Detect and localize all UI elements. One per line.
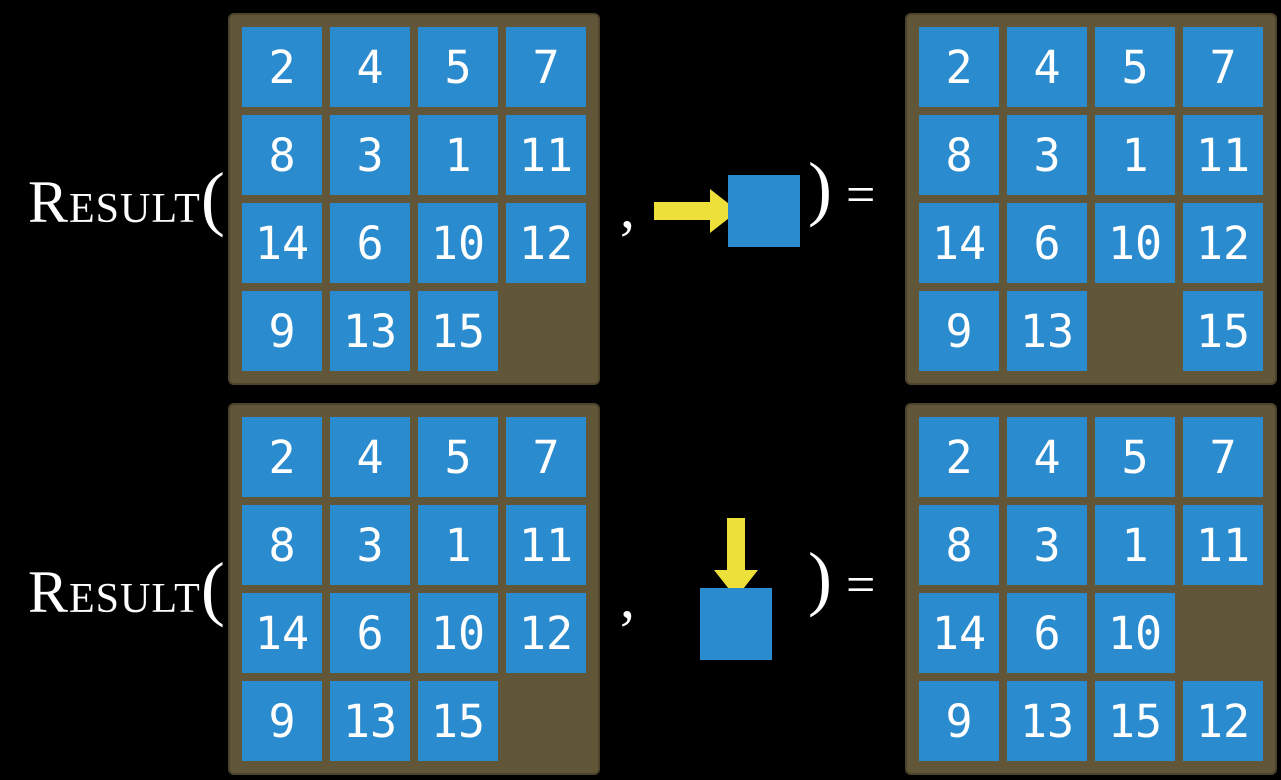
puzzle-tile-1: 1 [418, 505, 498, 585]
puzzle-tile-15: 15 [1095, 681, 1175, 761]
puzzle-tile-15: 15 [418, 291, 498, 371]
puzzle-tile-3: 3 [1007, 115, 1087, 195]
arrow-down-icon [714, 518, 758, 598]
puzzle-tile-13: 13 [1007, 681, 1087, 761]
puzzle-tile-14: 14 [919, 593, 999, 673]
empty-cell [1095, 291, 1175, 371]
puzzle-tile-11: 11 [506, 115, 586, 195]
function-name: Result [28, 559, 201, 625]
puzzle-tile-7: 7 [1183, 27, 1263, 107]
puzzle-tile-11: 11 [506, 505, 586, 585]
puzzle-tile-12: 12 [506, 203, 586, 283]
puzzle-tile-10: 10 [1095, 593, 1175, 673]
puzzle-tile-10: 10 [418, 203, 498, 283]
puzzle-tile-9: 9 [919, 681, 999, 761]
puzzle-tile-3: 3 [330, 115, 410, 195]
puzzle-tile-6: 6 [1007, 593, 1087, 673]
puzzle-tile-12: 12 [506, 593, 586, 673]
puzzle-tile-13: 13 [1007, 291, 1087, 371]
puzzle-tile-5: 5 [418, 27, 498, 107]
comma-1: , [620, 174, 635, 240]
close-paren: ) [808, 538, 832, 618]
comma-2: , [620, 564, 635, 630]
puzzle-tile-11: 11 [1183, 115, 1263, 195]
puzzle-tile-3: 3 [1007, 505, 1087, 585]
puzzle-tile-4: 4 [1007, 27, 1087, 107]
puzzle-tile-1: 1 [1095, 115, 1175, 195]
puzzle-tile-14: 14 [242, 593, 322, 673]
puzzle-tile-8: 8 [242, 505, 322, 585]
tile-square-icon [700, 588, 772, 660]
puzzle-tile-9: 9 [242, 681, 322, 761]
result-label-1: Result( [28, 162, 225, 235]
puzzle-tile-2: 2 [919, 27, 999, 107]
equals-sign: = [845, 167, 876, 224]
puzzle-tile-5: 5 [1095, 417, 1175, 497]
result-label-2: Result( [28, 552, 225, 625]
puzzle-tile-13: 13 [330, 681, 410, 761]
puzzle-tile-1: 1 [418, 115, 498, 195]
puzzle-tile-15: 15 [1183, 291, 1263, 371]
open-paren: ( [200, 158, 225, 238]
close-paren-equals-1: )= [808, 148, 876, 228]
puzzle-tile-7: 7 [506, 417, 586, 497]
puzzle-tile-12: 12 [1183, 681, 1263, 761]
empty-cell [1183, 593, 1263, 673]
puzzle-tile-5: 5 [418, 417, 498, 497]
puzzle-tile-4: 4 [330, 417, 410, 497]
empty-cell [506, 291, 586, 371]
move-right-action-icon [654, 175, 800, 247]
puzzle-tile-1: 1 [1095, 505, 1175, 585]
close-paren-equals-2: )= [808, 538, 876, 618]
close-paren: ) [808, 148, 832, 228]
open-paren: ( [200, 548, 225, 628]
empty-cell [506, 681, 586, 761]
puzzle-tile-12: 12 [1183, 203, 1263, 283]
puzzle-tile-4: 4 [330, 27, 410, 107]
puzzle-tile-2: 2 [242, 417, 322, 497]
puzzle-tile-4: 4 [1007, 417, 1087, 497]
puzzle-tile-10: 10 [418, 593, 498, 673]
puzzle-tile-10: 10 [1095, 203, 1175, 283]
equals-sign: = [845, 557, 876, 614]
tile-square-icon [728, 175, 800, 247]
puzzle-tile-8: 8 [919, 115, 999, 195]
move-down-action-icon [700, 518, 772, 660]
puzzle-tile-6: 6 [330, 203, 410, 283]
puzzle-tile-8: 8 [919, 505, 999, 585]
puzzle-tile-13: 13 [330, 291, 410, 371]
puzzle-tile-2: 2 [242, 27, 322, 107]
puzzle-tile-9: 9 [242, 291, 322, 371]
puzzle-tile-2: 2 [919, 417, 999, 497]
puzzle-tile-6: 6 [1007, 203, 1087, 283]
puzzle-tile-9: 9 [919, 291, 999, 371]
puzzle-tile-14: 14 [242, 203, 322, 283]
arrow-right-icon [654, 189, 738, 233]
puzzle-tile-7: 7 [506, 27, 586, 107]
puzzle-tile-3: 3 [330, 505, 410, 585]
puzzle-tile-7: 7 [1183, 417, 1263, 497]
puzzle-tile-11: 11 [1183, 505, 1263, 585]
puzzle-tile-14: 14 [919, 203, 999, 283]
function-name: Result [28, 169, 201, 235]
puzzle-tile-5: 5 [1095, 27, 1175, 107]
puzzle-tile-6: 6 [330, 593, 410, 673]
puzzle-tile-15: 15 [418, 681, 498, 761]
puzzle-tile-8: 8 [242, 115, 322, 195]
